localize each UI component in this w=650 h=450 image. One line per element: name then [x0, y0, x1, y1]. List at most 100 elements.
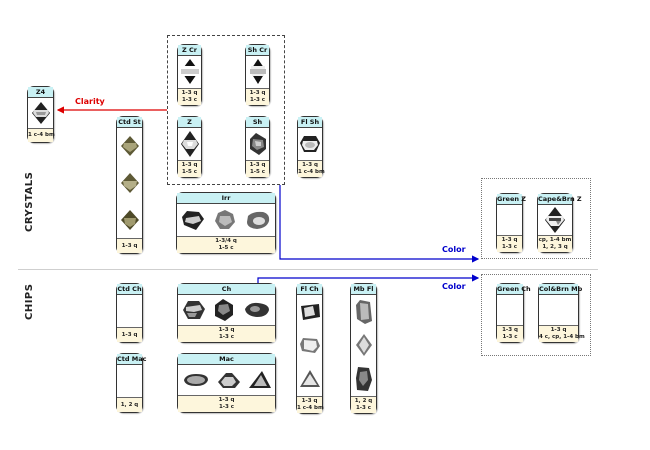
card-title: Col&Brn Mb	[539, 284, 583, 295]
color-crystals-arrow	[279, 185, 480, 263]
card-spec: 1, 2, 3 q	[542, 244, 568, 250]
card-spec: 1-3 q	[301, 398, 318, 404]
card-spec: 1-3 q	[218, 397, 235, 403]
group-color-crystals	[481, 178, 591, 259]
chip-icon	[182, 301, 205, 319]
card-spec: 1-3 c	[355, 405, 372, 411]
card-spec: 4 c, cp, 1-4 bm	[539, 334, 585, 340]
card-spec: 1 c-4 bm	[298, 169, 325, 175]
coated-stone-icon	[120, 209, 139, 230]
macle-icon	[248, 371, 271, 388]
cape-octahedron-crystal-icon	[545, 207, 565, 233]
card-spec: 1-5 c	[249, 169, 266, 175]
section-divider	[18, 269, 598, 270]
card-spec: 1-3 q	[121, 242, 138, 249]
card-spec: 1-3 q	[249, 162, 266, 168]
card-spec: 1-5 c	[181, 169, 198, 175]
card-spec: 1-3/4 q	[215, 238, 237, 244]
card-title: Z4	[28, 87, 53, 98]
color-chips-label: Color	[442, 282, 466, 291]
coated-stone-icon	[120, 172, 139, 193]
octahedron-crown-crystal-icon	[180, 59, 199, 84]
group-color-chips	[481, 274, 591, 356]
card-spec: 1 c-4 bm	[28, 132, 55, 138]
irregular-crystal-icon	[214, 210, 235, 229]
card-title: Ctd Mac	[117, 354, 147, 365]
card-spec: 1-3 q	[550, 327, 567, 333]
card-spec: 1, 2 q	[120, 401, 139, 408]
macle-flat-icon	[355, 334, 372, 357]
color-chips-arrow	[257, 274, 480, 284]
card-spec: 1-3 q	[502, 327, 518, 333]
card-title: Fl Sh	[298, 117, 322, 128]
card-title: Z Cr	[178, 45, 201, 56]
card-title: Z	[178, 117, 201, 128]
card-title: Ctd St	[117, 117, 142, 128]
card-spec: cp, 1-4 bm	[538, 237, 572, 243]
color-crystals-label: Color	[442, 245, 466, 254]
card-title: Mb Fl	[351, 284, 376, 295]
coated-stone-icon	[120, 136, 139, 157]
card-spec: 1-3 q	[218, 327, 235, 333]
chip-icon	[215, 299, 234, 321]
card-title: Irr	[177, 193, 275, 204]
card-spec: 1-3 q	[302, 162, 318, 168]
shaped-crystal-icon	[249, 133, 266, 155]
flat-chip-icon	[299, 337, 320, 353]
card-ctd-ch[interactable]: Ctd Ch 1-3 q	[116, 283, 143, 343]
chip-icon	[245, 302, 270, 317]
card-z4[interactable]: Z4 1 c-4 bm	[27, 86, 55, 143]
macle-flat-icon	[355, 300, 372, 325]
flat-chip-icon	[300, 303, 320, 320]
card-title: Sh Cr	[246, 45, 269, 56]
group-octahedron-cubes	[167, 35, 285, 185]
card-title: Green Ch	[497, 284, 531, 295]
card-title: Ctd Ch	[117, 284, 142, 295]
card-spec: 1-3 q	[121, 331, 138, 338]
flat-shaped-crystal-icon	[300, 136, 320, 152]
card-spec: 1-3 c	[218, 404, 235, 410]
card-spec: 1-3 c	[181, 97, 198, 103]
octahedron-crown-crystal-icon	[249, 59, 266, 84]
irregular-crystal-icon	[246, 211, 269, 229]
irregular-crystal-icon	[182, 211, 205, 230]
card-ctd-mac[interactable]: Ctd Mac 1, 2 q	[116, 353, 147, 413]
macle-flat-icon	[355, 366, 372, 391]
macle-icon	[217, 373, 240, 388]
dark-octahedron-crystal-icon	[31, 102, 50, 124]
card-title: Mac	[178, 354, 275, 365]
octahedron-crystal-icon	[180, 131, 199, 157]
card-spec: 1-3 q	[501, 237, 518, 243]
card-ctd-st[interactable]: Ctd St 1-3 q	[116, 116, 143, 254]
card-spec: 1 c-4 bm	[297, 405, 324, 411]
card-spec: 1-3 q	[181, 162, 198, 168]
card-spec: 1-3 q	[181, 90, 198, 96]
card-spec: 1-3 c	[249, 97, 266, 103]
card-spec: 1, 2 q	[354, 398, 373, 404]
card-spec: 1-5 c	[218, 245, 234, 251]
card-spec: 1-3 c	[502, 334, 518, 340]
card-title: Green Z	[497, 194, 526, 205]
card-title: Fl Ch	[297, 284, 322, 295]
clarity-label: Clarity	[75, 97, 105, 106]
card-title: Cape&Brn Z	[538, 194, 582, 205]
flat-chip-icon	[299, 369, 320, 387]
macle-icon	[183, 374, 208, 386]
card-spec: 1-3 q	[249, 90, 266, 96]
card-spec: 1-3 c	[501, 244, 518, 250]
